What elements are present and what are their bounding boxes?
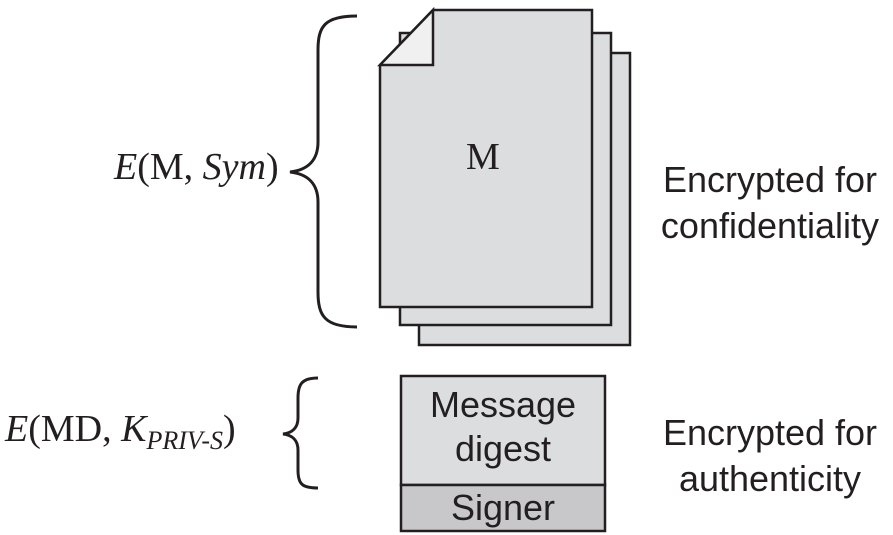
expr2-arg-md: MD bbox=[40, 408, 103, 450]
signer-label: Signer bbox=[450, 487, 556, 528]
page-fold-corner bbox=[377, 6, 435, 67]
page-label-m: M bbox=[466, 136, 500, 178]
lower-brace bbox=[282, 376, 319, 490]
expr-fn-e: E bbox=[114, 146, 138, 188]
confidentiality-line-2: confidentiality bbox=[660, 205, 880, 246]
expr2-key-subscript: PRIV-S bbox=[146, 426, 223, 455]
expr2-fn-e: E bbox=[5, 408, 29, 450]
expr-open-paren: ( bbox=[137, 146, 150, 188]
digest-line-2: digest bbox=[454, 428, 552, 469]
confidentiality-line-1: Encrypted for bbox=[662, 159, 878, 200]
signature-encryption-expression: E(MD, KPRIV-S) bbox=[5, 407, 236, 456]
confidentiality-description: Encrypted for confidentiality bbox=[647, 157, 893, 249]
authenticity-description: Encrypted for authenticity bbox=[650, 410, 890, 502]
expr-arg-sym: Sym bbox=[202, 146, 266, 188]
expr2-separator: , bbox=[102, 408, 122, 450]
expr2-close-paren: ) bbox=[223, 408, 236, 450]
expr-arg-m: M bbox=[149, 146, 184, 188]
message-digest-label: Message digest bbox=[401, 383, 605, 471]
authenticity-line-1: Encrypted for bbox=[662, 412, 878, 453]
upper-brace bbox=[289, 14, 358, 329]
digest-line-1: Message bbox=[429, 384, 577, 425]
expr2-key: K bbox=[121, 408, 147, 450]
digest-box bbox=[399, 374, 607, 487]
expr2-open-paren: ( bbox=[28, 408, 41, 450]
signer-box bbox=[399, 483, 607, 533]
authenticity-line-2: authenticity bbox=[678, 458, 862, 499]
symmetric-encryption-expression: E(M, Sym) bbox=[114, 145, 279, 189]
expr-close-paren: ) bbox=[265, 146, 279, 188]
expr-separator: , bbox=[183, 146, 203, 188]
